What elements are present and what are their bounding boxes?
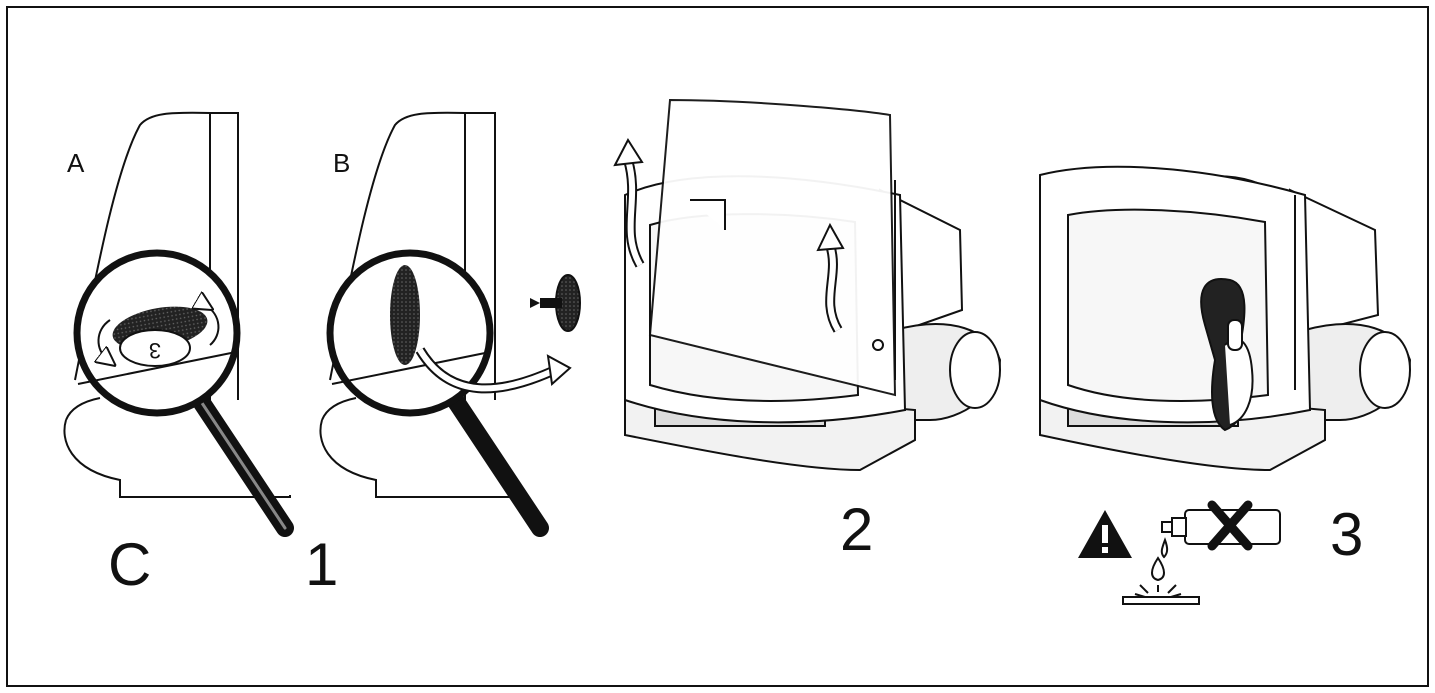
monitor-2: [625, 100, 1000, 470]
label-c: C: [108, 535, 151, 595]
step-1-label: 1: [305, 535, 338, 595]
coin-label: 3: [149, 338, 161, 363]
step-3-label: 3: [1330, 505, 1363, 565]
label-b: B: [333, 150, 350, 176]
magnifier-icon: [77, 253, 285, 528]
plug-icon: [530, 275, 580, 331]
label-a: A: [67, 150, 84, 176]
step-2-label: 2: [840, 500, 873, 560]
warning-icon: [1078, 510, 1132, 558]
drip-icon: [1123, 540, 1199, 604]
